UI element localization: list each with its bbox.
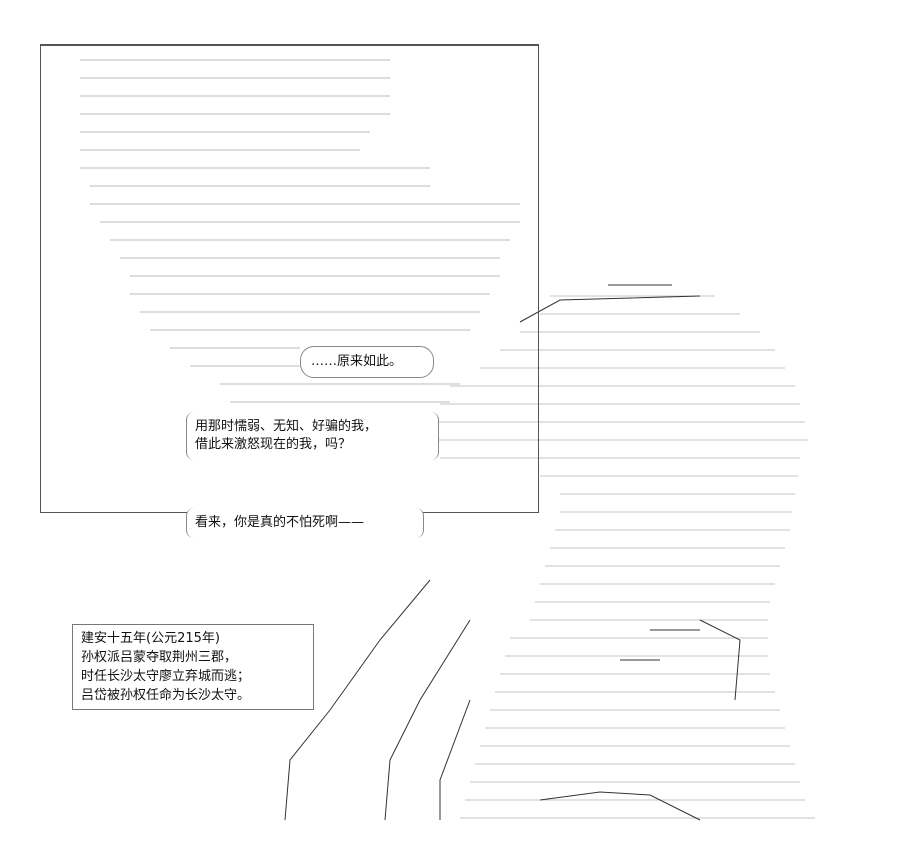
narration-line-4: 吕岱被孙权任命为长沙太守。 (81, 688, 251, 703)
speech-bubble-1: ……原来如此。 (300, 346, 434, 378)
speech-bubble-3: 看来，你是真的不怕死啊—— (186, 508, 424, 538)
narration-line-3: 时任长沙太守廖立弃城而逃； (81, 669, 251, 684)
narration-line-1: 建安十五年(公元215年) (81, 631, 220, 646)
speech-bubble-2: 用那时懦弱、无知、好骗的我， 借此来激怒现在的我，吗？ (186, 412, 439, 460)
narration-box: 建安十五年(公元215年) 孙权派吕蒙夺取荆州三郡， 时任长沙太守廖立弃城而逃；… (72, 624, 314, 710)
inset-figure-art (80, 59, 520, 403)
bubble-2-line-2: 借此来激怒现在的我，吗？ (195, 437, 352, 452)
narration-line-2: 孙权派吕蒙夺取荆州三郡， (81, 650, 238, 665)
bubble-3-line: 看来，你是真的不怕死啊—— (195, 515, 365, 530)
figure-outline-strokes (284, 284, 741, 821)
main-figure-art (430, 295, 815, 819)
bubble-1-line: ……原来如此。 (311, 354, 403, 369)
bubble-2-line-1: 用那时懦弱、无知、好骗的我， (195, 419, 378, 434)
